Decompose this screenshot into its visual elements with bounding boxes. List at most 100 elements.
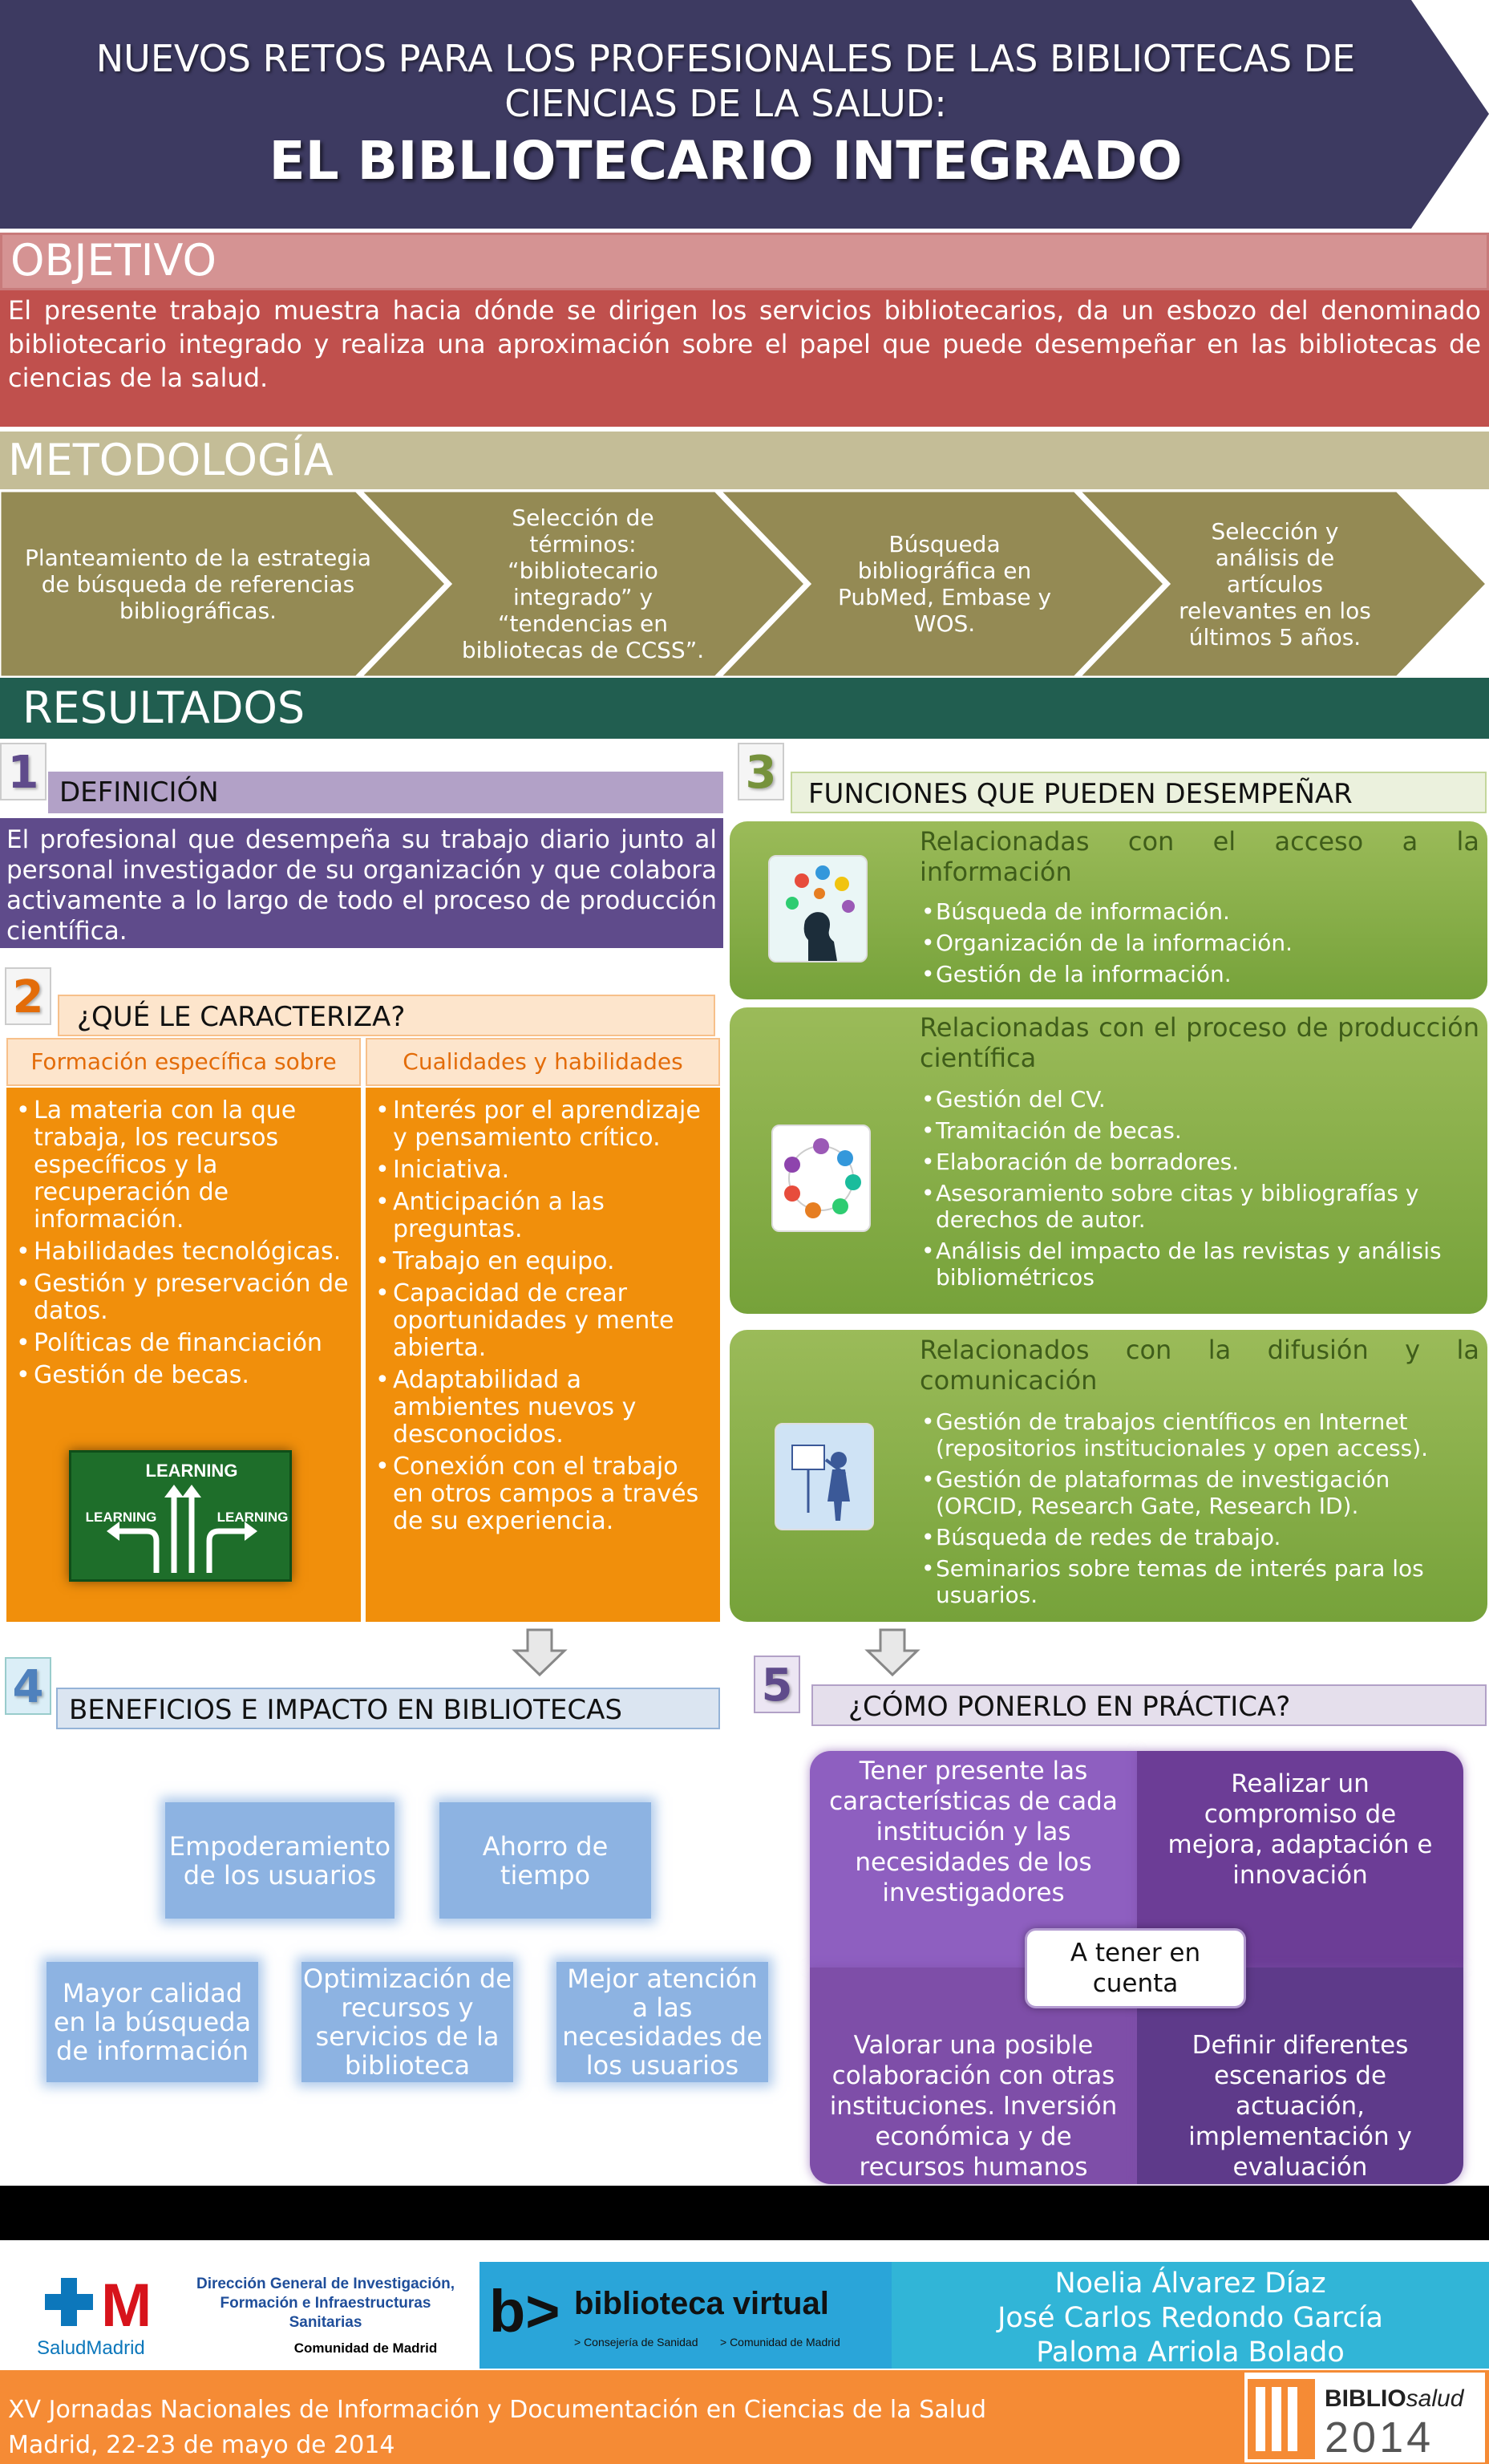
list-item: Habilidades tecnológicas. [14,1238,353,1266]
caracteriza-columns: Formación específica sobre La materia co… [6,1038,720,1622]
beneficio-atencion: Mejor atención a las necesidades de los … [556,1962,768,2082]
bv-symbol-icon: b> [489,2278,560,2344]
information-person-icon [768,855,868,962]
resultados-heading: RESULTADOS [0,678,1489,739]
poster-title: NUEVOS RETOS PARA LOS PROFESIONALES DE L… [0,0,1451,229]
bv-sub-1: > Consejería de Sanidad [574,2336,698,2348]
list-item: Búsqueda de información. [920,898,1483,925]
bibliosalud-books-icon [1248,2379,1315,2459]
list-item: Capacidad de crear oportunidades y mente… [374,1280,712,1362]
footer-black-bar [0,2186,1489,2240]
beneficio-optimizacion: Optimización de recursos y servicios de … [301,1962,513,2082]
down-arrow-icon [512,1628,568,1677]
funciones-acceso-list: Búsqueda de información. Organización de… [920,898,1483,992]
col-cualidades-body: Interés por el aprendizaje y pensamiento… [366,1088,720,1622]
section-number-2: 2 [5,967,51,1025]
sign-text-left: LEARNING [86,1510,157,1525]
dg-line-1: Dirección General de Investigación, [196,2276,455,2292]
list-item: Gestión y preservación de datos. [14,1270,353,1325]
definicion-text: El profesional que desempeña su trabajo … [0,818,723,948]
funciones-difusion-title: Relacionados con la difusión y la comuni… [920,1335,1479,1396]
section-number-4: 4 [5,1657,51,1715]
list-item: Organización de la información. [920,930,1483,956]
objetivo-text: El presente trabajo muestra hacia dónde … [0,290,1489,427]
author-3: Paloma Arriola Bolado [1036,2336,1345,2369]
list-item: Seminarios sobre temas de interés para l… [920,1555,1483,1608]
dg-line-3: Sanitarias [289,2314,362,2331]
event-name: XV Jornadas Nacionales de Información y … [8,2396,987,2424]
funciones-card-produccion: Relacionadas con el proceso de producció… [730,1007,1487,1314]
header-arrow-shape [0,0,1489,229]
funciones-produccion-title: Relacionadas con el proceso de producció… [920,1012,1479,1073]
practica-quadrant-3: Valorar una posible colaboración con otr… [810,1968,1137,2184]
list-item: Elaboración de borradores. [920,1149,1483,1175]
metodologia-steps: Planteamiento de la estrategia de búsque… [0,491,1489,677]
section-number-3: 3 [738,743,784,800]
step-2-text: Selección de términos: “bibliotecario in… [461,505,705,663]
down-arrow-icon [864,1628,921,1677]
bibliosalud-year: 2014 [1325,2413,1434,2462]
bibliosalud-logo: BIBLIOsalud 2014 [1244,2373,1485,2462]
objetivo-heading: OBJETIVO [0,233,1489,290]
svg-text:M: M [101,2272,152,2334]
cualidades-list: Interés por el aprendizaje y pensamiento… [374,1097,712,1535]
beneficios-heading: BENEFICIOS E IMPACTO EN BIBLIOTECAS [56,1688,720,1729]
comunidad-madrid-text: Comunidad de Madrid [293,2340,438,2356]
announcement-figure-icon [775,1423,874,1530]
col-formacion-heading: Formación específica sobre [6,1038,361,1086]
salud-madrid-text: SaludMadrid [37,2337,145,2359]
sign-text-right: LEARNING [217,1510,289,1525]
list-item: Gestión de plataformas de investigación … [920,1466,1483,1519]
funciones-card-difusion: Relacionados con la difusión y la comuni… [730,1330,1487,1622]
section-number-1: 1 [0,743,47,800]
funciones-acceso-title: Relacionadas con el acceso a la informac… [920,826,1479,887]
practica-quadrant-1: Tener presente las características de ca… [810,1751,1137,1968]
direccion-general-logo: Dirección General de Investigación, Form… [186,2275,465,2363]
process-cycle-icon [771,1125,871,1232]
biblioteca-virtual-logo: b> biblioteca virtual > Consejería de Sa… [479,2262,892,2369]
section-number-5: 5 [754,1656,800,1713]
bv-sub-2: > Comunidad de Madrid [720,2336,840,2348]
event-footer-bar: XV Jornadas Nacionales de Información y … [0,2370,1489,2464]
salud-text: salud [1406,2385,1464,2412]
list-item: Políticas de financiación [14,1330,353,1358]
beneficio-ahorro: Ahorro de tiempo [439,1802,651,1919]
title-line-2: EL BIBLIOTECARIO INTEGRADO [269,129,1183,192]
practica-matrix: Tener presente las características de ca… [810,1751,1463,2184]
header-banner [0,0,1489,229]
step-chevron-1 [0,491,448,677]
formacion-list: La materia con la que trabaja, los recur… [14,1097,353,1390]
list-item: Conexión con el trabajo en otros campos … [374,1453,712,1535]
step-4-text: Selección y análisis de artículos releva… [1179,517,1371,650]
salud-madrid-logo: M SaludMadrid [37,2270,181,2359]
list-item: Gestión de becas. [14,1362,353,1390]
step-chevron-2 [358,491,807,677]
list-item: La materia con la que trabaja, los recur… [14,1097,353,1234]
list-item: Gestión de trabajos científicos en Inter… [920,1408,1483,1461]
metodologia-heading: METODOLOGÍA [0,432,1489,489]
bibliosalud-text: BIBLIOsalud [1325,2385,1463,2413]
step-1-text: Planteamiento de la estrategia de búsque… [24,544,372,624]
beneficio-empoderamiento: Empoderamiento de los usuarios [165,1802,395,1919]
beneficio-calidad: Mayor calidad en la búsqueda de informac… [47,1962,258,2082]
sign-text-top: LEARNING [146,1461,238,1481]
funciones-card-acceso: Relacionadas con el acceso a la informac… [730,821,1487,999]
practica-center-label: A tener en cuenta [1025,1928,1246,2008]
list-item: Trabajo en equipo. [374,1248,712,1276]
author-1: Noelia Álvarez Díaz [1054,2267,1326,2300]
caracteriza-heading: ¿QUÉ LE CARACTERIZA? [58,995,715,1036]
step-chevron-4 [1077,491,1489,677]
dg-line-2: Formación e Infraestructuras [220,2295,431,2312]
col-cualidades-heading: Cualidades y habilidades [366,1038,720,1086]
biblio-text: BIBLIO [1325,2385,1406,2412]
list-item: Análisis del impacto de las revistas y a… [920,1238,1483,1291]
list-item: Gestión de la información. [920,961,1483,987]
funciones-heading: FUNCIONES QUE PUEDEN DESEMPEÑAR [791,772,1487,813]
list-item: Interés por el aprendizaje y pensamiento… [374,1097,712,1152]
list-item: Asesoramiento sobre citas y bibliografía… [920,1180,1483,1233]
step-3-text: Búsqueda bibliográfica en PubMed, Embase… [837,531,1052,637]
list-item: Anticipación a las preguntas. [374,1189,712,1243]
learning-road-sign-image: LEARNING LEARNING LEARNING [69,1450,292,1582]
bv-name: biblioteca virtual [574,2286,829,2321]
arrows-icon [118,1494,246,1573]
